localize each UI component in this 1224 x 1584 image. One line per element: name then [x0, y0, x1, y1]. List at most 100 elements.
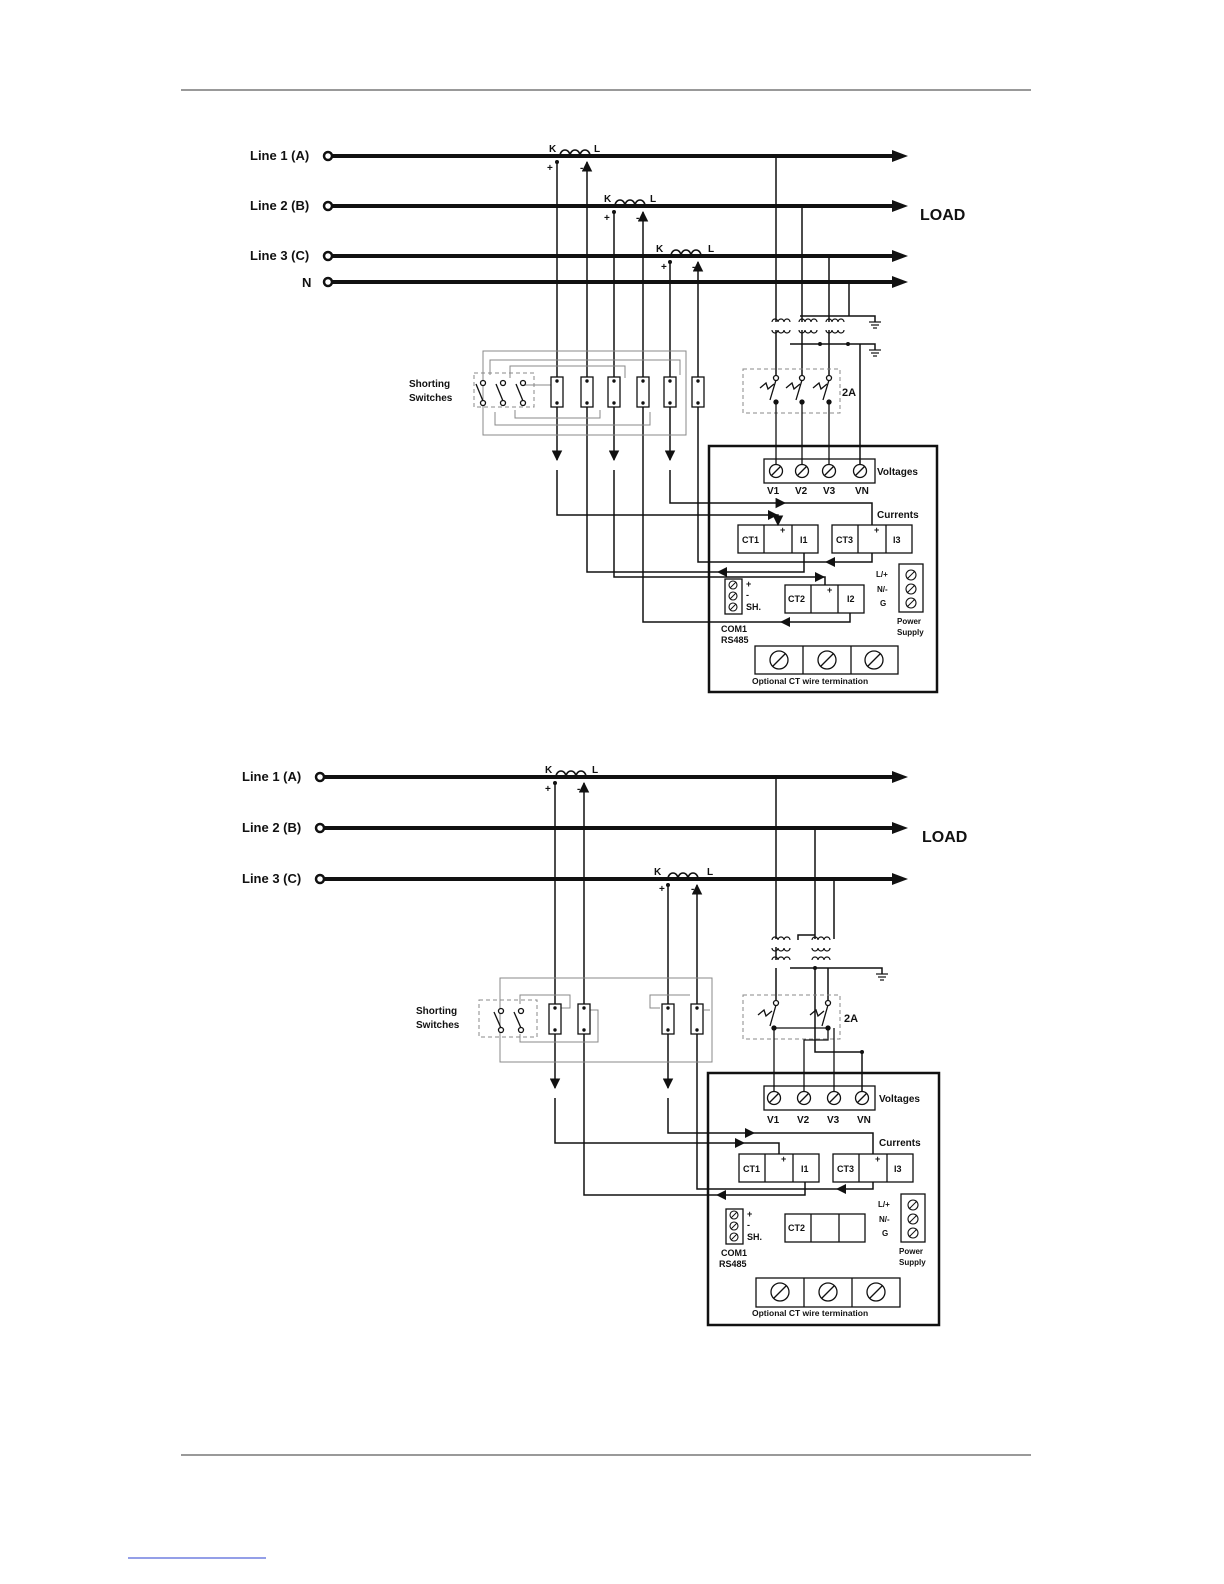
- ct1-plus-mark: +: [780, 525, 785, 535]
- neutral-label: N: [302, 275, 311, 290]
- rs485-label-2: RS485: [719, 1259, 747, 1269]
- ct1-label-2: CT1: [743, 1164, 760, 1174]
- ps-n-2: N/-: [879, 1215, 890, 1224]
- voltage-terminal-block: [763, 458, 876, 484]
- line-2-label: Line 2 (B): [250, 198, 309, 213]
- neutral-terminal: [322, 276, 334, 288]
- fuse-block: [742, 368, 841, 470]
- ct1b-plus: +: [545, 784, 551, 795]
- ct2-label: CT2: [788, 594, 805, 604]
- ct-coil-1b: [555, 770, 587, 778]
- shorting-block: [473, 350, 705, 436]
- i1-label-2: I1: [801, 1164, 809, 1174]
- ps-l: L/+: [876, 570, 888, 579]
- com1-label: COM1: [721, 624, 747, 634]
- shorting-label-2b: Switches: [416, 1020, 460, 1031]
- ct1b-k: K: [545, 765, 553, 776]
- vn-label: VN: [855, 486, 869, 497]
- line-3-label-2: Line 3 (C): [242, 871, 301, 886]
- voltages-label-2: Voltages: [879, 1094, 920, 1105]
- ct-coil-2: [614, 199, 646, 207]
- i1-label: I1: [800, 535, 808, 545]
- ps-n: N/-: [877, 585, 888, 594]
- ct-coil-3b: [667, 872, 699, 880]
- supply-label-2: Supply: [899, 1258, 926, 1267]
- supply-label: Supply: [897, 628, 924, 637]
- ct2-minus: -: [636, 213, 639, 224]
- ct1b-minus: -: [577, 784, 580, 795]
- ct1-minus: -: [580, 163, 583, 174]
- optional-ct-terminal: [754, 645, 899, 675]
- i2-label: I2: [847, 594, 855, 604]
- ct3b-l: L: [707, 867, 713, 878]
- v2-label: V2: [795, 486, 808, 497]
- ct1-plus-mark-2: +: [781, 1154, 786, 1164]
- ct3b-k: K: [654, 867, 662, 878]
- line-2-label-2: Line 2 (B): [242, 820, 301, 835]
- currents-label: Currents: [877, 510, 919, 521]
- ct3-plus-mark: +: [874, 525, 879, 535]
- ct3-label: CT3: [836, 535, 853, 545]
- ps-g-2: G: [882, 1229, 888, 1238]
- ct3-plus: +: [661, 262, 667, 273]
- i3-label: I3: [893, 535, 901, 545]
- power-label: Power: [897, 617, 921, 626]
- line-2-terminal: [322, 200, 334, 212]
- ct3-minus: -: [692, 262, 695, 273]
- v1-label: V1: [767, 486, 780, 497]
- com1-terminal: [724, 578, 743, 615]
- ct2-l: L: [650, 194, 656, 205]
- line-1-terminal: [322, 150, 334, 162]
- ct-coil-3: [670, 249, 702, 257]
- ct2-label-2: CT2: [788, 1223, 805, 1233]
- ct1-k: K: [549, 144, 557, 155]
- optional-ct-label-2: Optional CT wire termination: [752, 1308, 868, 1318]
- shorting-label-2a: Shorting: [416, 1006, 457, 1017]
- ct3-k: K: [656, 244, 664, 255]
- currents-label-2: Currents: [879, 1138, 921, 1149]
- ct3-l: L: [708, 244, 714, 255]
- diagram-1-four-wire: Line 1 (A) Line 2 (B) Line 3 (C) N LOAD: [250, 144, 965, 694]
- rs485-label: RS485: [721, 635, 749, 645]
- optional-ct-label: Optional CT wire termination: [752, 676, 868, 686]
- shorting-label-2: Switches: [409, 393, 453, 404]
- com1-plus-2: +: [747, 1209, 752, 1219]
- i3-label-2: I3: [894, 1164, 902, 1174]
- v1-label-2: V1: [767, 1115, 780, 1126]
- load-label-2: LOAD: [922, 829, 967, 846]
- shorting-label-1: Shorting: [409, 379, 450, 390]
- ct2-k: K: [604, 194, 612, 205]
- com1-shield: SH.: [746, 602, 761, 612]
- ct3b-minus: -: [691, 884, 694, 895]
- shorting-block-2: [478, 977, 713, 1063]
- diagram-2-three-wire: Line 1 (A) Line 2 (B) Line 3 (C) LOAD K …: [242, 765, 967, 1327]
- com1-label-2: COM1: [721, 1248, 747, 1258]
- com1-shield-2: SH.: [747, 1232, 762, 1242]
- v2-label-2: V2: [797, 1115, 810, 1126]
- ct3b-plus: +: [659, 884, 665, 895]
- ct3-plus-mark-2: +: [875, 1154, 880, 1164]
- fuse-rating: 2A: [842, 387, 856, 399]
- fuse-block-2: [742, 994, 841, 1040]
- power-label-2: Power: [899, 1247, 923, 1256]
- ct1-plus: +: [547, 163, 553, 174]
- ct1-l: L: [594, 144, 600, 155]
- voltages-label: Voltages: [877, 467, 918, 478]
- meter-box: [707, 444, 939, 694]
- v3-label-2: V3: [827, 1115, 840, 1126]
- ct-coil-1: [559, 149, 591, 157]
- ct3-label-2: CT3: [837, 1164, 854, 1174]
- fuse-rating-2: 2A: [844, 1013, 858, 1025]
- ct2-plus-mark: +: [827, 585, 832, 595]
- com1-plus: +: [746, 579, 751, 589]
- v3-label: V3: [823, 486, 836, 497]
- load-label: LOAD: [920, 207, 965, 224]
- line-1-label: Line 1 (A): [250, 148, 309, 163]
- meter-box-2: [706, 1071, 941, 1327]
- ct1b-l: L: [592, 765, 598, 776]
- com1-minus-2: -: [747, 1220, 750, 1230]
- ps-l-2: L/+: [878, 1200, 890, 1209]
- line-3-label: Line 3 (C): [250, 248, 309, 263]
- ct2-plus: +: [604, 213, 610, 224]
